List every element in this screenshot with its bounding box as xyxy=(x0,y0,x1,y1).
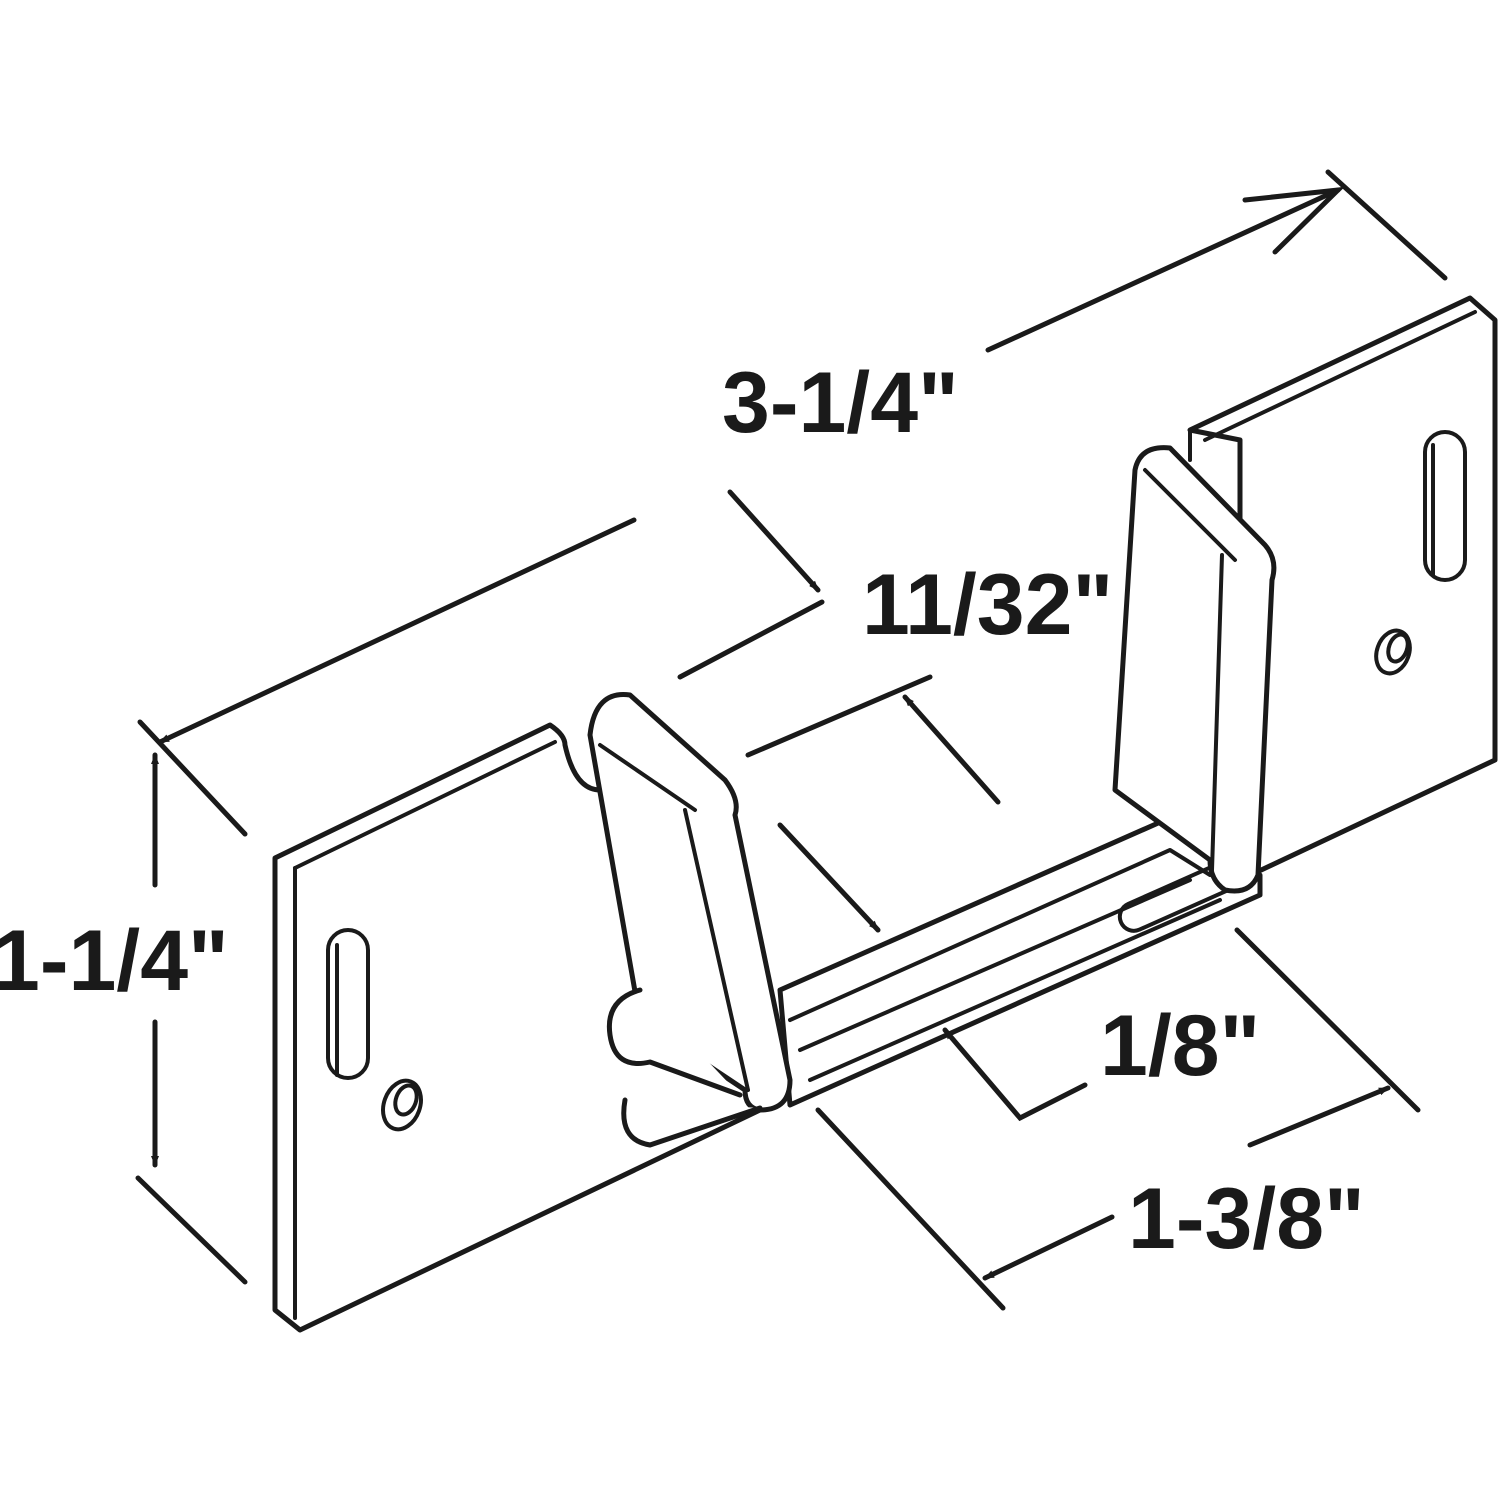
right-screw-hole xyxy=(1374,628,1412,676)
label-length: 3-1/4" xyxy=(722,355,959,451)
label-depth: 1-3/8" xyxy=(1128,1171,1365,1267)
right-slot xyxy=(1423,430,1467,582)
dim-depth xyxy=(815,927,1421,1311)
dim-thickness xyxy=(777,822,1088,1122)
dim-height xyxy=(135,752,248,1285)
right-upright xyxy=(1112,428,1277,894)
left-screw-hole xyxy=(381,1078,423,1132)
dim-length xyxy=(137,169,1448,837)
label-height: 1-1/4" xyxy=(0,913,229,1009)
dim-lip xyxy=(677,489,1001,805)
left-slot xyxy=(326,928,370,1080)
left-upright xyxy=(587,692,793,1148)
label-thickness: 1/8" xyxy=(1100,998,1260,1094)
base-rail xyxy=(777,817,1263,1108)
label-lip: 11/32" xyxy=(862,557,1113,653)
